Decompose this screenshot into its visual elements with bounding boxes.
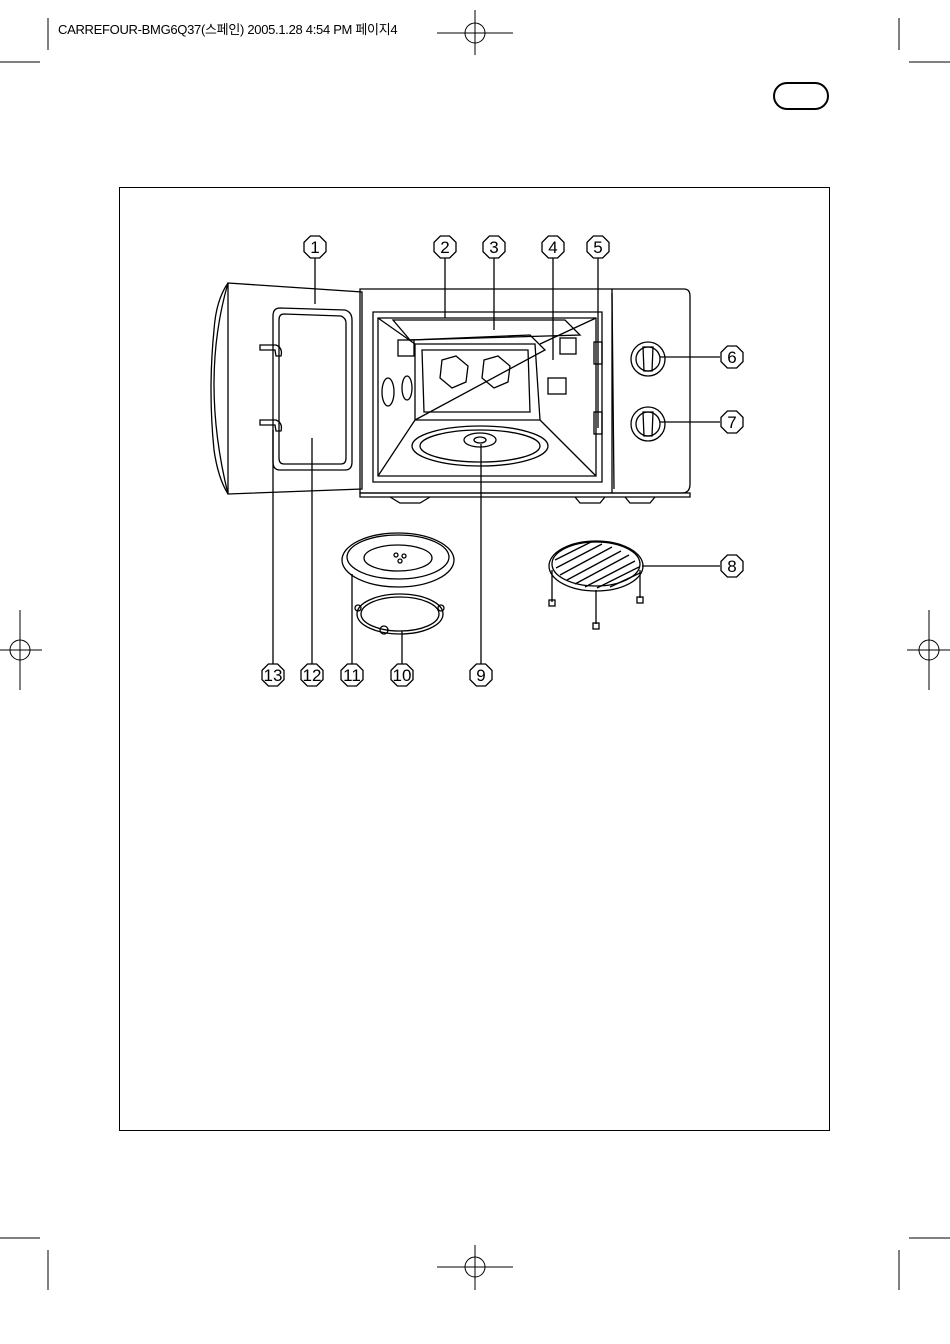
callout-7: 7: [660, 411, 743, 433]
callout-label: 2: [440, 238, 449, 257]
callout-label: 5: [593, 238, 602, 257]
callout-label: 9: [476, 666, 485, 685]
callout-1: 1: [304, 236, 326, 304]
callout-label: 13: [264, 666, 283, 685]
microwave-oven-illustration: [211, 283, 690, 634]
callout-label: 4: [548, 238, 557, 257]
registration-mark-left: [0, 610, 42, 690]
callout-8: 8: [642, 555, 743, 577]
callout-12: 12: [301, 438, 323, 686]
registration-mark-top: [437, 10, 513, 55]
callout-label: 3: [489, 238, 498, 257]
callout-13: 13: [262, 430, 284, 686]
callout-label: 11: [343, 666, 361, 685]
callout-9: 9: [470, 444, 492, 686]
callout-label: 6: [727, 348, 736, 367]
callout-label: 7: [727, 413, 736, 432]
registration-mark-bottom: [437, 1245, 513, 1290]
registration-mark-right: [907, 610, 950, 690]
callout-label: 8: [727, 557, 736, 576]
callout-2: 2: [434, 236, 456, 318]
callout-10: 10: [391, 631, 413, 686]
callout-11: 11: [341, 574, 363, 686]
callout-label: 10: [393, 666, 412, 685]
callout-5: 5: [587, 236, 609, 428]
callout-label: 12: [303, 666, 322, 685]
crop-marks: [0, 18, 950, 1290]
callout-3: 3: [483, 236, 505, 330]
callout-6: 6: [660, 346, 743, 368]
callout-label: 1: [310, 238, 319, 257]
